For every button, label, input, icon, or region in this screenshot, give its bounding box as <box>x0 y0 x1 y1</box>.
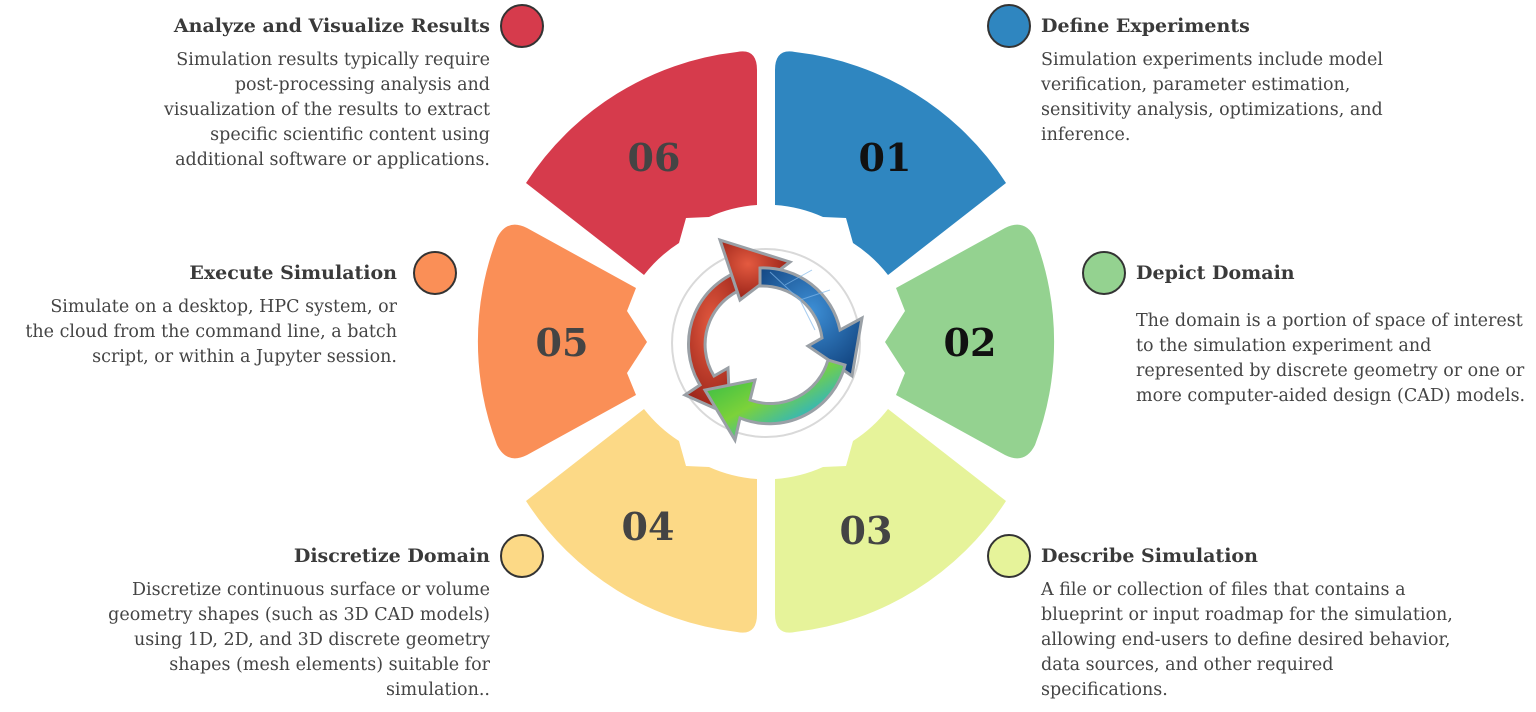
blue-arrow-icon <box>758 266 865 379</box>
step-03-text: Describe Simulation A file or collection… <box>1041 544 1456 703</box>
segment-03-number: 03 <box>840 508 893 553</box>
step-04-dot <box>500 534 544 578</box>
step-05-dot <box>413 251 457 295</box>
step-02-description: The domain is a portion of space of inte… <box>1136 311 1526 406</box>
step-06-dot <box>500 4 544 48</box>
green-arrow-icon <box>702 358 847 444</box>
step-03-title: Describe Simulation <box>1041 545 1258 567</box>
cycle-arrows-icon <box>671 237 865 444</box>
step-02-title: Depict Domain <box>1136 262 1295 284</box>
segment-02: 02 <box>885 224 1055 459</box>
segment-06-shape <box>526 51 757 276</box>
step-05-description: Simulate on a desktop, HPC system, or th… <box>25 297 397 367</box>
segment-06-number: 06 <box>628 135 681 180</box>
step-04-title: Discretize Domain <box>293 545 490 567</box>
segment-05-number: 05 <box>536 320 589 365</box>
segment-03: 03 <box>775 409 1006 633</box>
step-04-text: Discretize Domain Discretize continuous … <box>0 544 490 703</box>
segment-06: 06 <box>526 51 757 276</box>
segment-03-shape <box>775 409 1006 633</box>
step-03-description: A file or collection of files that conta… <box>1041 580 1453 700</box>
step-05-text: Execute Simulation Simulate on a desktop… <box>0 261 397 370</box>
segment-02-shape <box>885 224 1055 459</box>
step-02-dot <box>1082 251 1126 295</box>
segment-01: 01 <box>775 51 1006 276</box>
segment-02-number: 02 <box>944 320 997 365</box>
segment-05-shape <box>477 224 647 459</box>
segment-01-shape <box>775 51 1006 276</box>
red-arrow-icon <box>681 266 754 418</box>
step-06-text: Analyze and Visualize Results Simulation… <box>0 14 490 173</box>
segment-05: 05 <box>477 224 647 459</box>
step-03-dot <box>987 534 1031 578</box>
segment-04: 04 <box>526 409 757 633</box>
segment-04-shape <box>526 409 757 633</box>
step-06-title: Analyze and Visualize Results <box>173 15 490 37</box>
segment-01-number: 01 <box>859 135 912 180</box>
step-01-title: Define Experiments <box>1041 15 1250 37</box>
step-05-title: Execute Simulation <box>189 262 397 284</box>
step-04-description: Discretize continuous surface or volume … <box>108 580 490 700</box>
step-01-dot <box>987 4 1031 48</box>
step-02-text: Depict Domain The domain is a portion of… <box>1136 261 1532 409</box>
step-01-description: Simulation experiments include model ver… <box>1041 50 1383 145</box>
segment-04-number: 04 <box>622 504 675 549</box>
step-06-description: Simulation results typically require pos… <box>164 50 490 170</box>
step-01-text: Define Experiments Simulation experiment… <box>1041 14 1441 148</box>
